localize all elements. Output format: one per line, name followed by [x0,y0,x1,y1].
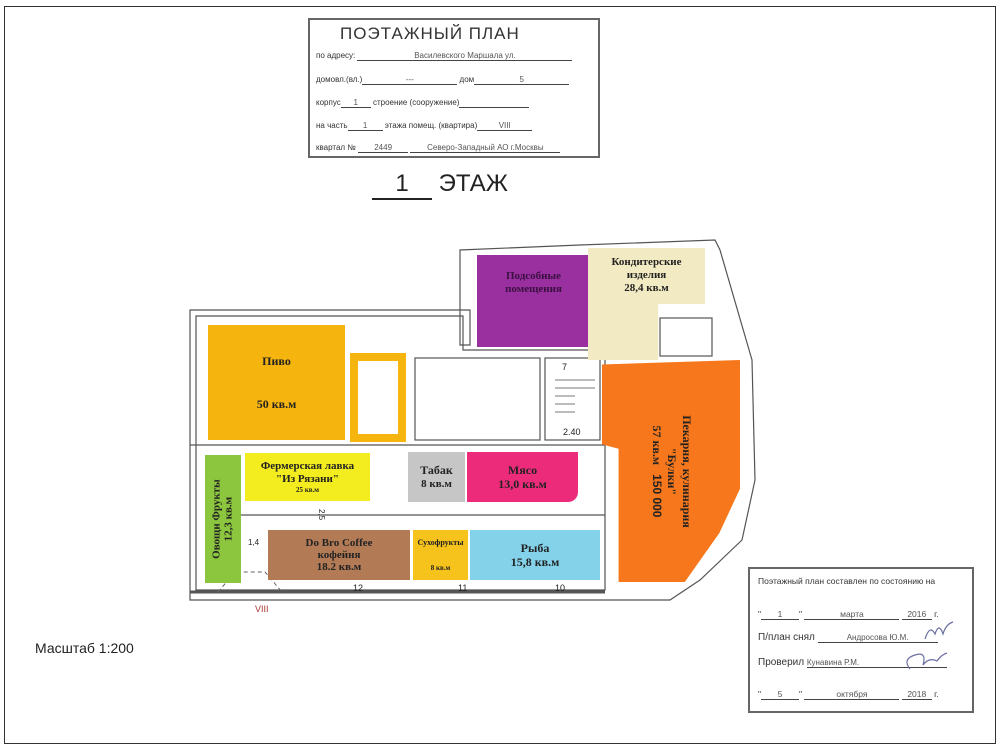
floor-room-label: этажа помещ. (квартира) [384,121,478,130]
room-area: 57 кв.м [649,425,664,465]
room-sukhofrukty[interactable]: Сухофрукты 8 кв.м [413,530,468,580]
floor-heading: 1 ЭТАЖ [372,170,508,200]
label-7: 7 [562,362,568,372]
room-name: Do Bro Coffee [305,536,373,549]
label-240: 2.40 [563,427,581,437]
dom-value: 5 [474,75,570,85]
date1-year: 2016 [901,609,932,620]
korpus-label: корпус [316,98,341,107]
room-area: 25 кв.м [295,485,320,494]
stairwell-yellow [350,353,406,442]
footer-stamp: Поэтажный план составлен по состоянию на… [748,567,974,713]
room-tabak[interactable]: Табак 8 кв.м [408,452,465,502]
checked-label: Проверил [758,657,805,668]
room-subtitle: "Булки" [664,447,679,495]
room-name: Овощи Фрукты [210,479,223,559]
floor-label: ЭТАЖ [438,170,508,197]
signatures [906,621,954,670]
room-name: Фермерская лавка [260,459,355,472]
room-area: 12,3 кв.м [223,496,236,542]
label-25: 2,5 [317,508,327,521]
room-name: Рыба [520,540,550,555]
korpus-value: 1 [340,98,371,108]
room-name: Табак [420,463,453,478]
header-stamp: ПОЭТАЖНЫЙ ПЛАН по адресу: Василевского М… [308,18,600,158]
floor-number: 1 [372,170,432,200]
taken-by: Андросова Ю.М. [817,633,938,643]
room-podsobnye[interactable]: Подсобные помещения [477,255,590,347]
floor-room-value: VIII [477,121,533,131]
room-area: 28,4 кв.м [624,282,669,295]
date2-year: 2018 [901,689,932,700]
part-label: на часть [316,121,348,130]
room-coffee[interactable]: Do Bro Coffee кофейня 18.2 кв.м [268,530,410,580]
room-area: 50 кв.м [256,396,297,411]
kvartal-value: 2449 [358,143,409,153]
room-name: Мясо [507,462,538,477]
footer-title: Поэтажный план составлен по состоянию на [758,576,936,586]
date1-day: 1 [761,609,800,620]
date2-month: октября [804,689,900,700]
room-fermer[interactable]: Фермерская лавка "Из Рязани" 25 кв.м [245,453,370,501]
room-pivo[interactable]: Пиво 50 кв.м [208,325,345,440]
date1-month: марта [804,609,900,620]
room-name: Пекарня, кулинария [679,414,694,528]
room-subtitle: помещения [505,283,562,296]
year-suffix: г. [934,689,939,699]
address-label: по адресу: [316,51,356,60]
label-10: 10 [555,583,566,593]
room-price: 150 000 [649,473,664,517]
label-14: 1,4 [248,538,260,547]
room-subtitle: "Из Рязани" [276,472,339,485]
room-name: Кондитерские [611,256,682,268]
kvartal-label: квартал № [316,143,356,152]
date2-day: 5 [761,689,800,700]
room-name: Пиво [262,353,291,368]
taken-label: П/план снял [758,632,815,643]
room-ryba[interactable]: Рыба 15,8 кв.м [470,530,600,580]
entrance-label: VIII [255,604,269,614]
label-11: 11 [458,583,468,593]
room-area: 8 кв.м [421,477,452,490]
room-area: 15,8 кв.м [510,555,560,569]
domovl-value: --- [362,75,458,85]
checked-by: Кунавина Р.М. [806,658,947,668]
label-12: 12 [353,583,364,593]
room-ovoshchi[interactable]: Овощи Фрукты 12,3 кв.м [205,455,241,583]
year-suffix: г. [934,609,939,619]
page-frame [4,6,996,744]
room-area: 13,0 кв.м [498,477,547,491]
domovl-label: домовл.(вл.) [316,75,363,84]
room-subtitle: кофейня [317,548,361,561]
room-subtitle: изделия [626,269,667,282]
scale-label: Масштаб 1:200 [35,640,134,656]
room-myaso[interactable]: Мясо 13,0 кв.м [467,452,578,502]
room-name: Подсобные [506,270,561,282]
room-area: 18.2 кв.м [316,561,362,574]
district: Северо-Западный АО г.Москвы [410,143,561,153]
room-name: Сухофрукты [417,538,464,547]
stamp-title: ПОЭТАЖНЫЙ ПЛАН [340,24,520,43]
address-value: Василевского Маршала ул. [357,51,573,61]
room-area: 8 кв.м [430,563,451,572]
stroenie-label: строение (сооружение) [372,98,460,107]
dom-label: дом [459,75,475,84]
part-value: 1 [347,121,383,131]
